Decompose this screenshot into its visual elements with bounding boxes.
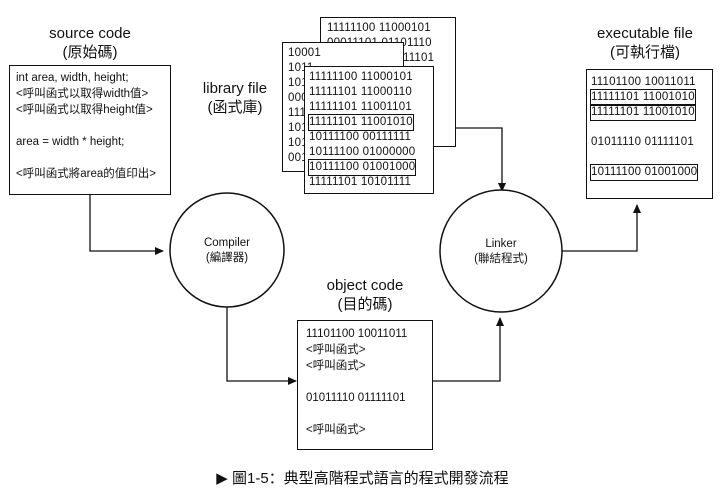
line-text: 11111101 10101111: [309, 176, 412, 188]
figure-caption: ▶ 圖1-5：典型高階程式語言的程式開發流程: [216, 470, 509, 487]
compiler-label: Compiler (編譯器): [203, 237, 250, 264]
text-line: area = width * height;: [16, 134, 164, 150]
line-text: 10001: [288, 47, 321, 59]
text-line: 10111100 01001000: [307, 159, 429, 176]
text-line: 01011110 01111101: [306, 390, 424, 406]
text-line: [16, 118, 164, 134]
line-text: [591, 121, 594, 133]
text-line: 11111101 11001010: [308, 114, 429, 131]
line-text: <呼叫函式將area的值印出>: [16, 168, 156, 180]
line-text: <呼叫函式>: [306, 344, 366, 356]
line-text: 11111101 11001101: [309, 101, 412, 113]
text-line: [16, 150, 164, 166]
text-line: 10111100 00111111: [309, 130, 429, 145]
line-text: 10111100 01000000: [309, 146, 416, 158]
text-line: [306, 374, 424, 390]
text-line: 11111101 11000110: [309, 85, 429, 100]
line-text: [16, 152, 19, 164]
arrow-linker-to-executable: [562, 204, 641, 252]
text-line: 10001: [288, 46, 398, 61]
text-line: <呼叫函式>: [306, 342, 424, 358]
text-line: 11111101 11001010: [590, 104, 708, 121]
line-text: [16, 120, 19, 132]
text-line: [306, 406, 424, 422]
arrow-compiler-to-object: [226, 305, 297, 385]
text-line: 11101100 10011011: [306, 326, 424, 342]
text-line: 11111101 11001010: [590, 89, 708, 106]
text-line: 11101100 10011011: [591, 75, 708, 90]
line-text: <呼叫函式以取得width值>: [16, 88, 149, 100]
text-line: int area, width, height;: [16, 70, 164, 86]
line-text: 11101100 10011011: [306, 328, 408, 340]
linker-circle: [439, 189, 563, 313]
text-line: <呼叫函式以取得height值>: [16, 102, 164, 118]
line-text: [306, 376, 309, 388]
line-text: 01011110 01111101: [591, 136, 694, 148]
compiler-circle: [169, 192, 285, 308]
line-text: 11101100 10011011: [591, 76, 696, 88]
text-line: 10111100 01000000: [309, 145, 429, 160]
line-text: 11111100 11000101: [309, 71, 413, 83]
text-line: 11111100 11000101: [309, 70, 429, 85]
library-title: library file (函式庫): [202, 80, 268, 116]
line-text: <呼叫函式以取得height值>: [16, 104, 153, 116]
arrow-object-to-linker: [433, 317, 504, 382]
object-code-box: 11101100 10011011 <呼叫函式> <呼叫函式> 01011110 0…: [297, 320, 433, 450]
object-title: object code (目的碼): [326, 277, 404, 313]
text-line: [591, 150, 708, 165]
line-text: int area, width, height;: [16, 72, 129, 84]
line-text: 10111100 00111111: [309, 131, 412, 143]
text-line: 11111101 11001101: [309, 100, 429, 115]
text-line: <呼叫函式>: [306, 358, 424, 374]
arrow-source-to-compiler: [89, 195, 164, 255]
library-front-lines: 11111100 11000101 11111101 11000110 111111…: [307, 70, 429, 190]
highlighted-line: 10111100 01001000: [307, 159, 417, 176]
highlighted-line: 10111100 01001000: [589, 164, 699, 181]
highlighted-line: 11111101 11001010: [590, 89, 696, 106]
text-line: 10111100 01001000: [589, 164, 708, 181]
text-line: [591, 120, 708, 135]
text-line: <呼叫函式以取得width值>: [16, 86, 164, 102]
source-code-box: int area, width, height; <呼叫函式以取得width值> <…: [9, 65, 171, 195]
library-page-front: 11111100 11000101 11111101 11000110 111111…: [304, 66, 434, 194]
text-line: 11111100 11000101: [327, 21, 449, 36]
line-text: [591, 151, 594, 163]
text-line: 11111101 10101111: [309, 175, 429, 190]
line-text: 11111100 11000101: [327, 22, 431, 34]
line-text: <呼叫函式>: [306, 424, 366, 436]
line-text: 01011110 01111101: [306, 392, 406, 404]
executable-title: executable file (可執行檔): [597, 25, 693, 61]
object-code-lines: 11101100 10011011 <呼叫函式> <呼叫函式> 01011110 0…: [306, 326, 424, 438]
linker-label: Linker (聯結程式): [474, 238, 528, 265]
text-line: 01011110 01111101: [591, 135, 708, 150]
text-line: <呼叫函式將area的值印出>: [16, 166, 164, 182]
text-line: <呼叫函式>: [306, 422, 424, 438]
source-title: source code (原始碼): [49, 25, 131, 61]
line-text: 11111101 11000110: [309, 86, 412, 98]
line-text: [306, 408, 309, 420]
highlighted-line: 11111101 11001010: [590, 104, 696, 121]
line-text: area = width * height;: [16, 136, 125, 148]
highlighted-line: 11111101 11001010: [308, 114, 414, 131]
source-code-lines: int area, width, height; <呼叫函式以取得width值> <…: [16, 70, 164, 182]
line-text: <呼叫函式>: [306, 360, 366, 372]
